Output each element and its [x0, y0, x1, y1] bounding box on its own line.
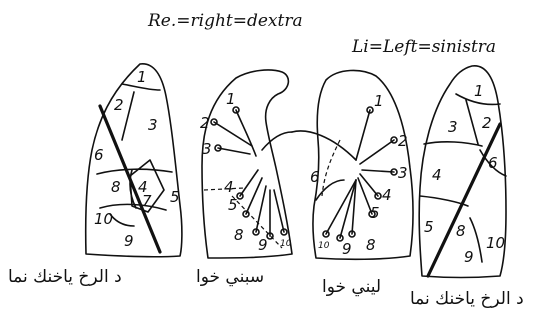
- right-lateral-seg-2: 2: [114, 96, 124, 114]
- left-medial-heart-notch: [316, 180, 344, 200]
- left-lung-medial: 1 2 3 4 5 6 8 9 10: [292, 70, 413, 259]
- left-medial-seg-6: 6: [310, 168, 320, 186]
- left-medial-seg-3: 3: [398, 164, 408, 182]
- right-medial-outline: [202, 70, 292, 258]
- right-medial-seg-3: 3: [202, 140, 212, 158]
- left-medial-bronchus-8: [326, 180, 356, 234]
- caption-left-medial: ليني خوا: [322, 277, 381, 297]
- left-lateral-seg-2: 2: [482, 114, 492, 132]
- left-medial-seg-2: 2: [398, 132, 408, 150]
- left-medial-seg-10: 10: [318, 241, 330, 251]
- right-lateral-seg-9: 9: [124, 232, 134, 250]
- left-lateral-seg-6: 6: [488, 154, 498, 172]
- left-medial-seg-9: 9: [342, 240, 352, 258]
- left-medial-bronchus-4: [360, 174, 378, 196]
- right-medial-trachea-link: [262, 132, 292, 150]
- left-medial-seg-8: 8: [366, 236, 376, 254]
- right-lateral-seg-5: 5: [170, 188, 180, 206]
- right-medial-bronchus-6: [256, 186, 266, 232]
- left-medial-bronchus-2: [360, 140, 394, 164]
- right-medial-seg-2: 2: [200, 114, 210, 132]
- right-medial-bronchus-3: [218, 148, 250, 154]
- left-medial-seg-1: 1: [374, 92, 384, 110]
- caption-left-lateral: د الرخ ياخنك نما: [410, 289, 524, 309]
- right-lateral-line-2: [122, 92, 134, 140]
- left-lateral-seg-5: 5: [424, 218, 434, 236]
- right-lung-lateral: 1 2 3 6 8 4 7 5 10 9: [86, 64, 182, 257]
- right-lateral-seg-1: 1: [137, 68, 147, 86]
- right-lateral-seg-3: 3: [148, 116, 158, 134]
- right-medial-seg-5: 5: [228, 196, 238, 214]
- right-medial-seg-4: 4: [224, 178, 234, 196]
- left-lateral-line-2: [466, 100, 478, 144]
- left-lateral-seg-8: 8: [456, 222, 466, 240]
- right-medial-seg-1: 1: [226, 90, 236, 108]
- left-medial-trachea-link: [292, 131, 356, 160]
- left-medial-bronchus-1: [356, 110, 370, 160]
- left-lung-lateral: 1 2 3 4 5 6 8 9 10: [419, 66, 506, 278]
- left-lateral-seg-3: 3: [448, 118, 458, 136]
- left-medial-seg-5: 5: [370, 204, 380, 222]
- right-medial-bronchus-1: [236, 110, 256, 156]
- legend-right: Re.=right=dextra: [147, 11, 303, 31]
- left-lateral-seg-4: 4: [432, 166, 442, 184]
- left-medial-bronchus-3: [362, 170, 394, 172]
- left-lateral-seg-9: 9: [464, 248, 474, 266]
- left-lateral-line-3: [424, 142, 482, 146]
- right-lateral-seg-10: 10: [94, 210, 113, 228]
- caption-right-medial: سبني خوا: [196, 267, 264, 287]
- right-medial-seg-8: 8: [234, 226, 244, 244]
- right-lung-medial: 1 2 3 4 5 8 9 10: [200, 70, 292, 258]
- left-medial-seg-4: 4: [382, 186, 392, 204]
- right-medial-seg-10: 10: [280, 239, 292, 249]
- right-medial-seg-9: 9: [258, 236, 268, 254]
- right-lateral-seg-8: 8: [111, 178, 121, 196]
- right-lateral-seg-7: 7: [142, 192, 152, 210]
- caption-right-lateral: د الرخ ياخنك نما: [8, 267, 122, 287]
- left-lateral-seg-1: 1: [474, 82, 484, 100]
- left-lateral-seg-10: 10: [486, 234, 505, 252]
- legend-left: Li=Left=sinistra: [351, 37, 496, 57]
- right-lateral-line-6: [110, 214, 134, 226]
- right-lateral-seg-6: 6: [94, 146, 104, 164]
- left-medial-dash-fissure: [322, 140, 340, 196]
